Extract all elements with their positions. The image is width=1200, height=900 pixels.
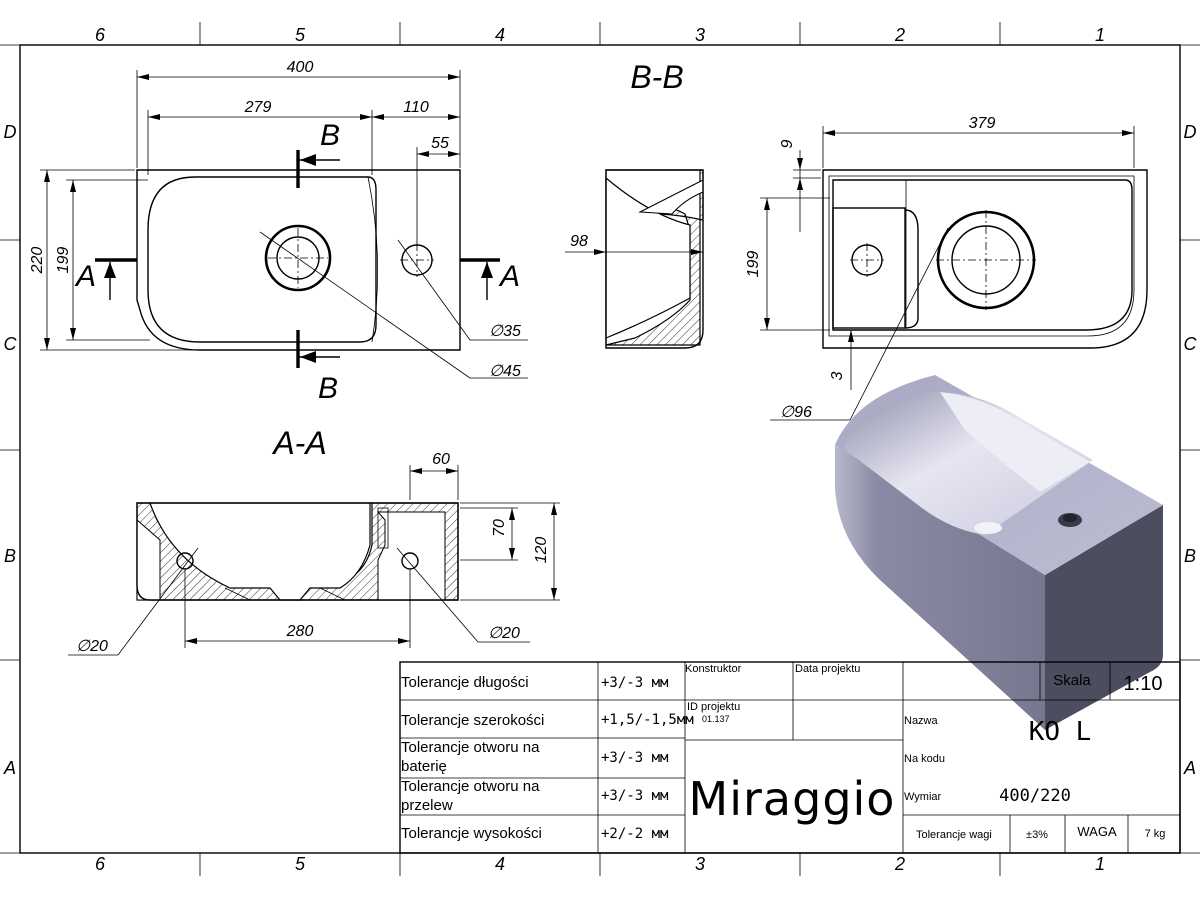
col-label-bottom: 4: [495, 854, 505, 874]
isometric-render: [835, 375, 1163, 730]
section-bb-title: B-B: [630, 59, 683, 95]
top-view-bowl: [147, 176, 377, 343]
aa-right-hole: [401, 552, 419, 570]
row-label-right: B: [1184, 546, 1196, 566]
tol-height-value: +2/-2 мм: [601, 826, 669, 842]
dim-279: 279: [244, 99, 272, 116]
wymiar-value: 400/220: [999, 786, 1071, 806]
data-projektu-label: Data projektu: [795, 663, 860, 675]
na-kodu-label: Na kodu: [904, 753, 945, 765]
cut-a-label-right: A: [498, 260, 520, 293]
dim-280: 280: [286, 623, 314, 640]
section-aa-title: A-A: [271, 425, 326, 461]
tol-width-value: +1,5/-1,5мм: [601, 712, 694, 728]
col-label-bottom: 6: [95, 854, 106, 874]
id-projektu-label: ID projektu: [687, 701, 740, 713]
tol-width-label: Tolerancje szerokości: [401, 712, 544, 729]
id-projektu-value: 01.137: [702, 714, 730, 724]
tol-height-label: Tolerancje wysokości: [401, 825, 542, 842]
tol-wagi-value: ±3%: [1026, 829, 1048, 841]
tol-tap-value: +3/-3 мм: [601, 750, 669, 766]
row-label-right: C: [1184, 334, 1198, 354]
aa-left-hole: [176, 552, 194, 570]
tol-overflow-label-2: przelew: [401, 797, 453, 814]
col-label-bottom: 2: [894, 854, 905, 874]
section-aa-cavity: [149, 502, 371, 601]
tol-overflow-label-1: Tolerancje otworu na: [401, 778, 540, 795]
tol-length-value: +3/-3 мм: [601, 675, 669, 691]
tol-tap-label-1: Tolerancje otworu na: [401, 739, 540, 756]
right-view-outline: [822, 169, 1148, 349]
grid-labels: 6 5 4 3 2 1 6 5 4 3 2 1 D C B A D C B A: [3, 25, 1198, 874]
dim-right-hole: ∅20: [488, 625, 520, 642]
dim-379: 379: [969, 115, 996, 132]
col-label-bottom: 5: [295, 854, 306, 874]
section-aa-outline: [136, 502, 459, 601]
dim-60: 60: [432, 451, 450, 468]
waga-value: 7 kg: [1145, 828, 1166, 840]
section-bb-cavity: [605, 176, 691, 339]
col-label-bottom: 1: [1095, 854, 1105, 874]
dim-9: 9: [779, 139, 796, 148]
dim-98: 98: [570, 233, 588, 250]
konstruktor-label: Konstruktor: [685, 663, 742, 675]
dim-199: 199: [55, 247, 72, 274]
cut-b-label-top: B: [320, 119, 340, 152]
section-bb-view: 98: [565, 169, 704, 349]
dim-110: 110: [403, 99, 429, 116]
section-bb-outline: [605, 169, 704, 349]
skala-value: 1:10: [1124, 673, 1163, 695]
dim-120: 120: [533, 537, 550, 564]
wymiar-label: Wymiar: [904, 791, 942, 803]
right-view-bowl: [832, 179, 1133, 331]
col-label-top: 6: [95, 25, 106, 45]
dim-220: 220: [29, 247, 46, 275]
tol-overflow-value: +3/-3 мм: [601, 788, 669, 804]
row-label-left: C: [4, 334, 18, 354]
col-label-bottom: 3: [695, 854, 705, 874]
brand-logo-text: Miraggio: [689, 772, 896, 826]
dim-drain-inner: ∅35: [489, 323, 521, 340]
tol-tap-label-2: baterię: [401, 758, 447, 775]
section-aa-view: 60 70 120 280 ∅20 ∅20: [68, 451, 560, 656]
dim-left-hole: ∅20: [76, 638, 108, 655]
skala-label: Skala: [1053, 672, 1091, 689]
drain-outer-ring: [264, 224, 332, 292]
tol-wagi-label: Tolerancje wagi: [916, 829, 992, 841]
nazwa-label: Nazwa: [904, 715, 939, 727]
waga-label: WAGA: [1077, 824, 1117, 839]
row-label-left: B: [4, 546, 16, 566]
dim-400: 400: [287, 59, 314, 76]
row-label-left: D: [4, 122, 17, 142]
right-top-view: 379 9 199 3 ∅96: [745, 115, 1148, 421]
row-label-right: D: [1184, 122, 1197, 142]
col-label-top: 5: [295, 25, 306, 45]
cut-b-label-bottom: B: [318, 372, 338, 405]
tol-length-label: Tolerancje długości: [401, 674, 529, 691]
dim-55: 55: [431, 135, 449, 152]
title-block: Tolerancje długości +3/-3 мм Tolerancje …: [399, 661, 1181, 854]
top-view-outline: [136, 169, 461, 351]
dim-70: 70: [491, 519, 508, 537]
dim-3: 3: [829, 371, 846, 380]
dim-96: ∅96: [780, 404, 812, 421]
dim-199-right: 199: [745, 251, 762, 278]
render-side-face: [1045, 505, 1163, 730]
col-label-top: 4: [495, 25, 505, 45]
row-label-right: A: [1183, 758, 1196, 778]
row-label-left: A: [3, 758, 16, 778]
top-view: B B A A 400 279 110 55 220: [29, 59, 528, 405]
col-label-top: 2: [894, 25, 905, 45]
col-label-top: 1: [1095, 25, 1105, 45]
cut-a-label-left: A: [74, 260, 96, 293]
col-label-top: 3: [695, 25, 705, 45]
nazwa-value: KO L: [1029, 717, 1092, 747]
render-front-face: [835, 445, 1045, 730]
dim-drain-outer: ∅45: [489, 363, 521, 380]
